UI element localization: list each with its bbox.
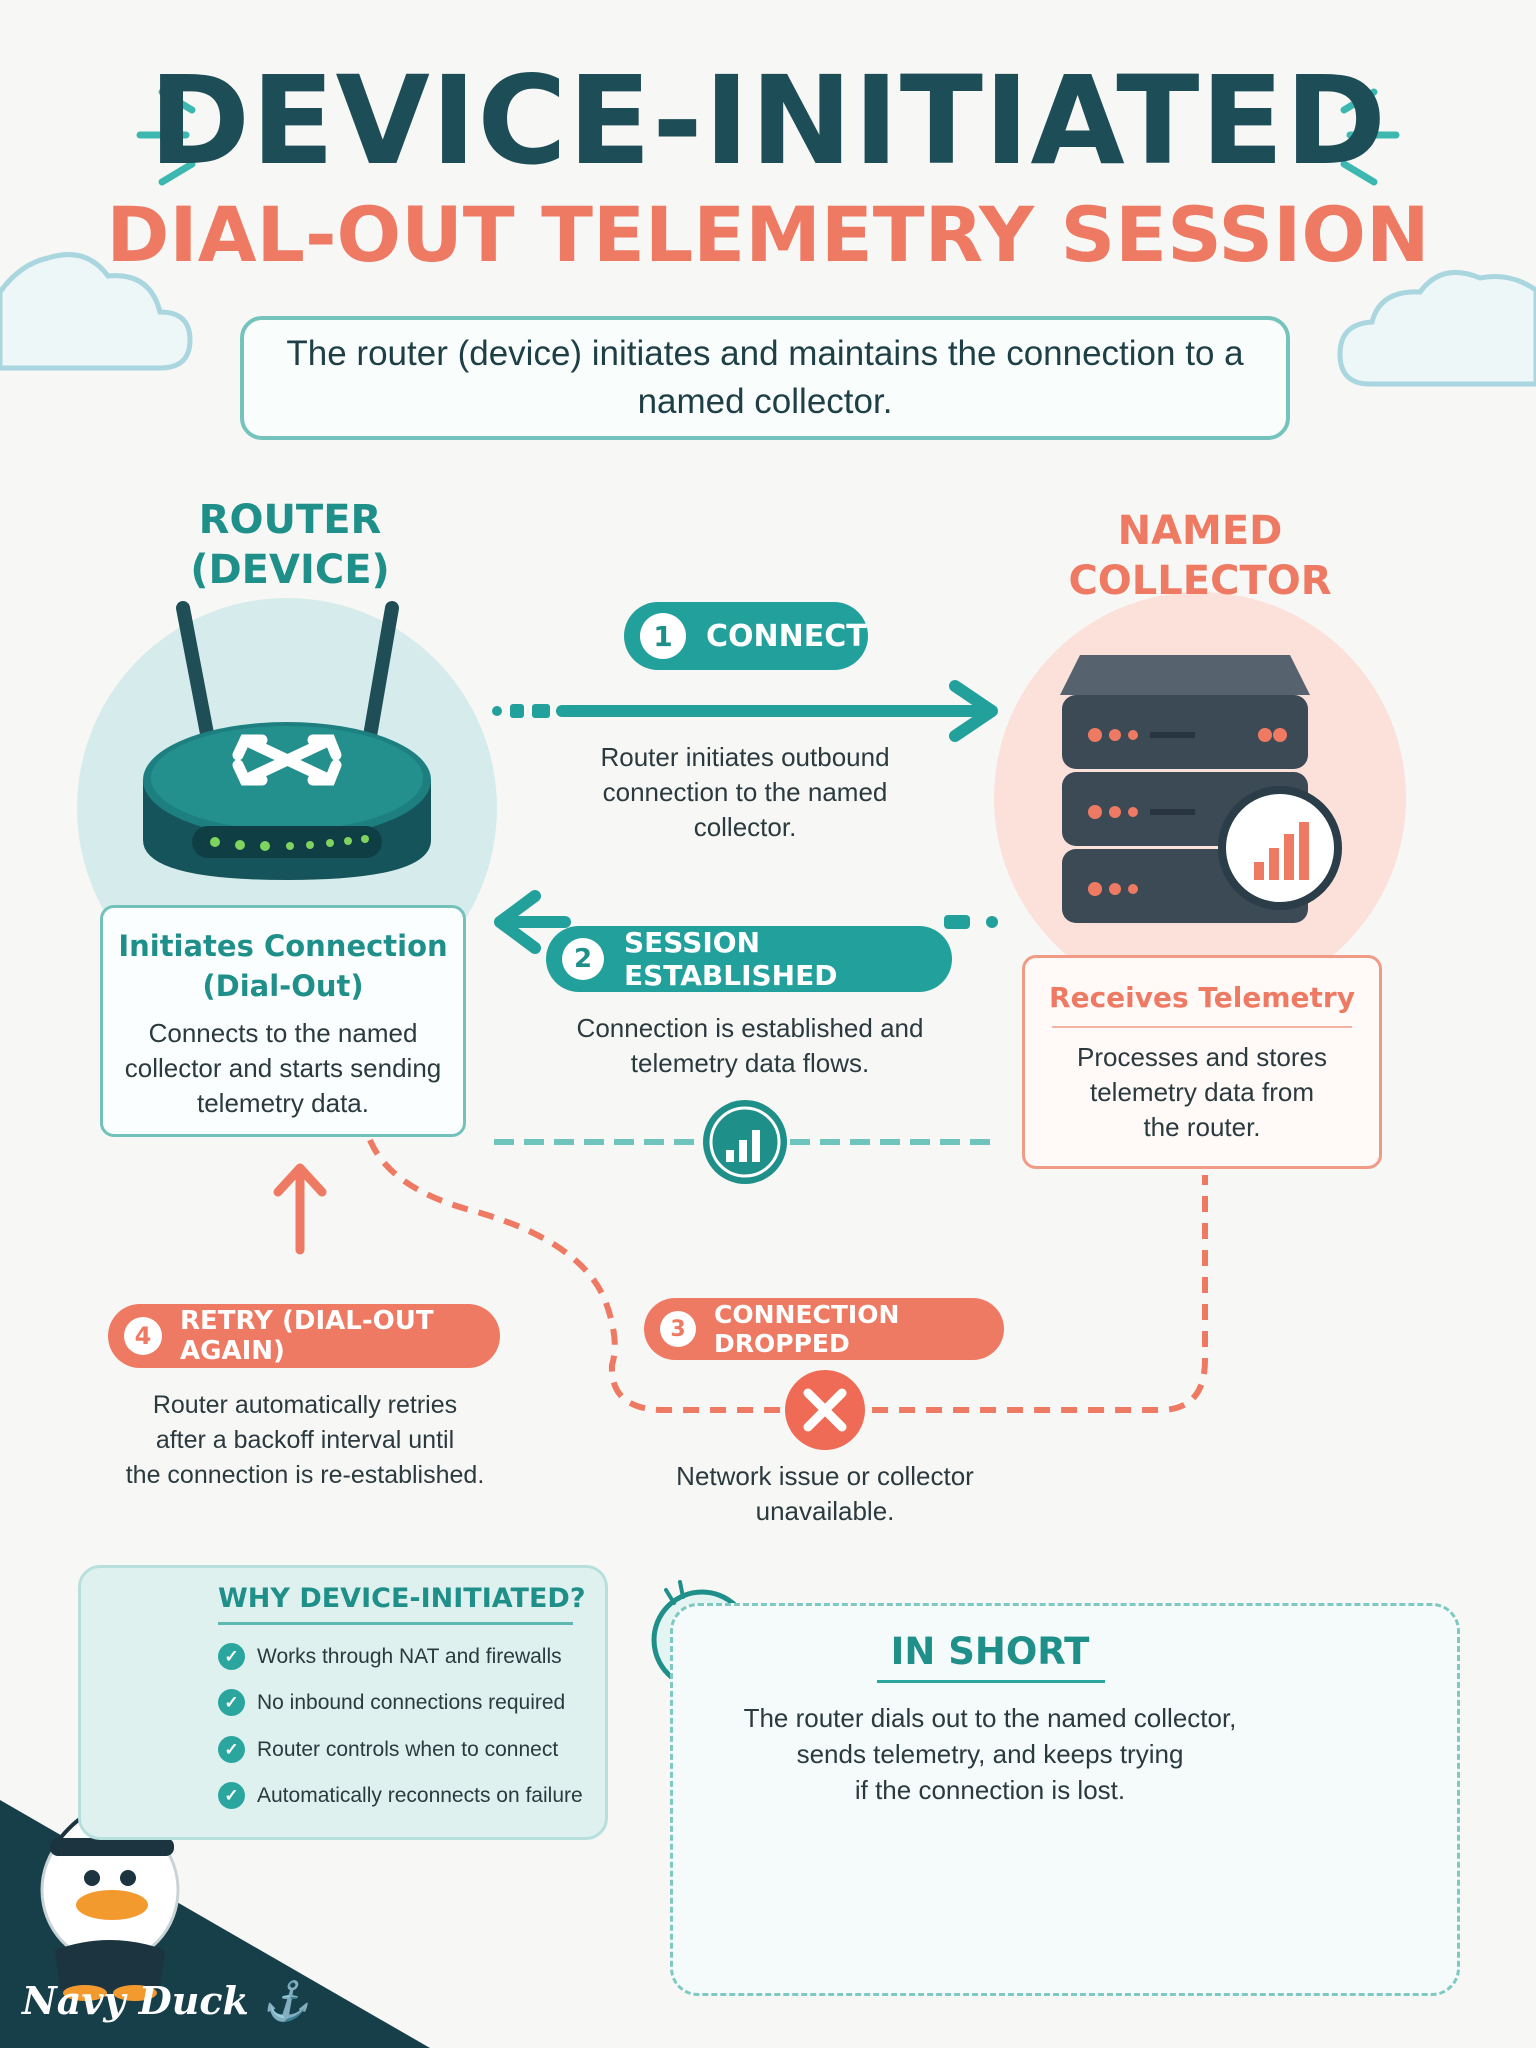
in-short-rule [877,1680,1105,1683]
why-item-text: Automatically reconnects on failure [257,1783,583,1807]
router-card-title: Initiates Connection (Dial-Out) [103,926,463,1006]
in-short-line2: sends telemetry, and keeps trying [796,1739,1184,1769]
session-arrow [494,890,998,954]
why-item: ✓ Works through NAT and firewalls [218,1643,562,1670]
page-title: DEVICE-INITIATED [148,50,1388,192]
why-title-rule [218,1622,573,1625]
connect-arrow [492,680,998,742]
step-1-line2: connection to the named [602,777,888,807]
in-short-description: The router dials out to the named collec… [700,1700,1280,1808]
dropped-connection-path [367,1138,1208,1413]
step-3-description: Network issue or collector unavailable. [640,1459,1010,1529]
why-title: WHY DEVICE-INITIATED? [218,1583,586,1614]
collector-card-title: Receives Telemetry [1049,981,1355,1014]
router-card: Initiates Connection (Dial-Out) Connects… [100,905,466,1137]
why-panel [78,1565,608,1840]
router-card-line2: collector and starts sending [124,1053,442,1083]
step-1-line1: Router initiates outbound [600,742,890,772]
collector-title: NAMED COLLECTOR [1040,506,1360,606]
in-short-line1: The router dials out to the named collec… [743,1703,1237,1733]
router-title: ROUTER (DEVICE) [150,495,430,595]
step-4-line2: after a backoff interval until [155,1426,455,1454]
step-3-line1: Network issue or collector [676,1461,974,1491]
collector-card-line1: Processes and stores [1076,1042,1327,1072]
router-card-title-line1: Initiates Connection [118,929,448,963]
step-3-label: CONNECTION DROPPED [714,1300,900,1358]
step-4-number: 4 [124,1317,162,1355]
step-4-line3: the connection is re-established. [125,1461,485,1489]
in-short-title: IN SHORT [890,1630,1090,1673]
router-device-icon [143,601,431,880]
step-2-badge: 2 SESSION ESTABLISHED [546,926,952,992]
step-3-badge: 3 CONNECTION DROPPED [644,1298,1004,1360]
sparkle-left-icon [136,88,196,186]
step-1-line3: collector. [693,812,797,842]
why-item: ✓ No inbound connections required [218,1689,565,1716]
check-icon: ✓ [218,1782,245,1809]
router-card-title-line2: (Dial-Out) [202,969,364,1003]
step-2-number: 2 [562,938,604,980]
why-item: ✓ Router controls when to connect [218,1736,558,1763]
brand-logo: Navy Duck ⚓ [22,1978,310,2023]
description-box: The router (device) initiates and mainta… [240,316,1290,440]
step-1-description: Router initiates outbound connection to … [560,740,930,845]
step-2-line2: telemetry data flows. [630,1048,870,1078]
why-item-text: Router controls when to connect [257,1737,559,1761]
collector-title-line1: NAMED [1117,508,1283,554]
data-flow-chart-icon [703,1100,787,1184]
cloud-left-icon [0,252,193,371]
step-4-label: RETRY (DIAL-OUT AGAIN) [180,1306,434,1366]
collector-title-line2: COLLECTOR [1068,558,1332,604]
step-4-line1: Router automatically retries [152,1391,458,1419]
router-card-line3: telemetry data. [197,1088,369,1118]
why-item-text: Works through NAT and firewalls [257,1644,562,1668]
step-4-badge: 4 RETRY (DIAL-OUT AGAIN) [108,1304,500,1368]
router-card-text: Connects to the named collector and star… [103,1016,463,1121]
router-card-line1: Connects to the named [148,1018,418,1048]
in-short-panel [670,1603,1460,1996]
why-item: ✓ Automatically reconnects on failure [218,1782,583,1809]
step-1-number: 1 [640,613,686,659]
collector-card-rule [1052,1026,1352,1028]
check-icon: ✓ [218,1689,245,1716]
check-icon: ✓ [218,1736,245,1763]
check-icon: ✓ [218,1643,245,1670]
page-subtitle: DIAL-OUT TELEMETRY SESSION [106,190,1430,279]
dropped-x-icon [785,1370,865,1450]
step-3-number: 3 [660,1311,696,1347]
step-1-label: CONNECT [706,618,867,654]
description-text: The router (device) initiates and mainta… [286,334,1244,421]
cloud-right-icon [1337,269,1536,387]
step-3-line2: unavailable. [755,1496,895,1526]
collector-card-line3: the router. [1143,1112,1261,1142]
collector-card-text: Processes and stores telemetry data from… [1025,1040,1379,1145]
step-2-description: Connection is established and telemetry … [545,1011,955,1081]
why-item-text: No inbound connections required [257,1690,566,1714]
collector-card: Receives Telemetry Processes and stores … [1022,955,1382,1169]
collector-card-line2: telemetry data from [1090,1077,1314,1107]
step-4-description: Router automatically retries after a bac… [115,1388,495,1493]
router-title-line2: (DEVICE) [190,547,390,593]
step-2-label: SESSION ESTABLISHED [624,926,838,992]
sparkle-right-icon [1340,88,1400,186]
step-1-badge: 1 CONNECT [624,602,868,670]
router-title-line1: ROUTER [198,497,382,543]
in-short-line3: if the connection is lost. [854,1775,1126,1805]
retry-up-arrow [273,1163,327,1255]
server-stack-icon [1060,655,1342,923]
step-2-line1: Connection is established and [576,1013,924,1043]
